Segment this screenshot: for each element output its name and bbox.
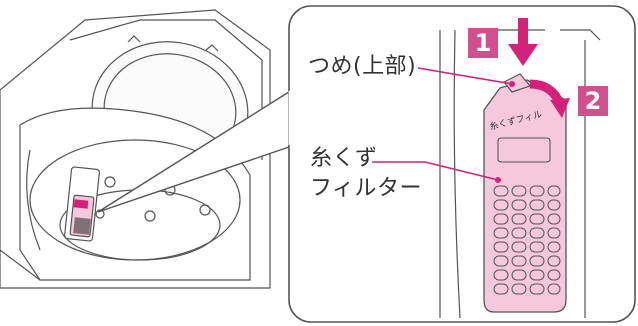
step-1-badge: 1: [468, 28, 498, 58]
filter-label-line2: フィルター: [310, 176, 423, 201]
filter-leader-dot: [495, 177, 501, 183]
filter-slots: [493, 185, 561, 295]
claw-leader-dot: [509, 81, 515, 87]
claw-label: つめ(上部): [308, 54, 417, 79]
tilt-forward-arrow: [529, 79, 570, 118]
lint-filter-enlarged: [483, 73, 567, 313]
callout-pointer: [97, 89, 293, 213]
step-2-badge: 2: [578, 86, 608, 116]
claw-leader-line: [417, 67, 513, 85]
filter-label-line1: 糸くず: [310, 146, 378, 171]
push-down-arrow: [508, 18, 538, 66]
filter-leader-line: [424, 161, 499, 181]
